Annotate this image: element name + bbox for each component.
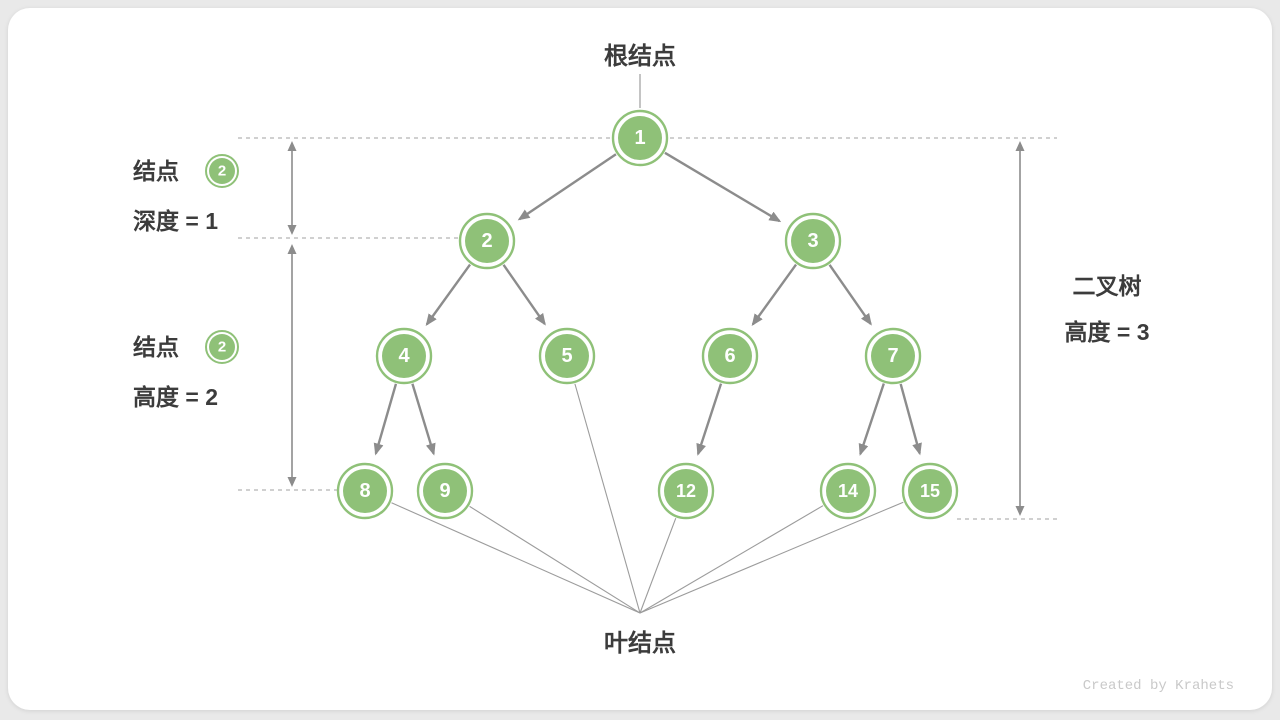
tree-edge-2-4: [425, 263, 472, 326]
tree-node-circle: [545, 334, 589, 378]
tree-edges-layer: [373, 151, 922, 456]
tree-edge-4-9: [411, 383, 436, 456]
leaf-pointer-line: [574, 383, 641, 614]
annotation-badges-layer: 22: [205, 154, 239, 364]
tree-edge-6-12: [696, 383, 723, 456]
tree-node-value: 2: [481, 230, 492, 252]
tree-node-6: 6: [701, 327, 759, 385]
node-depth-value-label: 深度 = 1: [133, 208, 218, 234]
tree-node-value: 15: [920, 481, 940, 501]
tree-edge-3-7: [828, 264, 872, 326]
tree-node-9: 9: [416, 462, 474, 520]
tree-edge-1-3: [664, 151, 782, 223]
annotation-node-badge: 2: [205, 154, 239, 188]
tree-node-value: 12: [676, 481, 696, 501]
leaf-pointer-line: [469, 505, 641, 614]
tree-node-circle: [871, 334, 915, 378]
measure-arrowhead-down: [1015, 506, 1025, 516]
badge-value: 2: [218, 163, 226, 180]
tree-node-3: 3: [784, 212, 842, 270]
guide-lines-layer: [238, 137, 1057, 520]
pointer-lines-layer: [391, 74, 904, 614]
tree-node-circle: [664, 469, 708, 513]
badge-circle: [209, 334, 235, 360]
tree-node-value: 9: [439, 480, 450, 502]
tree-node-value: 7: [887, 345, 898, 367]
tree-node-2: 2: [458, 212, 516, 270]
tree-node-circle: [382, 334, 426, 378]
leaf-pointer-line: [639, 501, 904, 614]
tree-node-circle: [908, 469, 952, 513]
tree-node-5: 5: [538, 327, 596, 385]
watermark-text: Created by Krahets: [1083, 678, 1234, 694]
root-node-label: 根结点: [604, 42, 676, 70]
tree-node-14: 14: [819, 462, 877, 520]
tree-edge-7-14: [858, 383, 885, 456]
tree-node-value: 6: [724, 345, 735, 367]
tree-node-value: 3: [807, 230, 818, 252]
tree-node-circle: [826, 469, 870, 513]
tree-node-7: 7: [864, 327, 922, 385]
tree-node-4: 4: [375, 327, 433, 385]
measure-arrowhead-up: [287, 141, 297, 151]
tree-height-label-line2: 高度 = 3: [1064, 319, 1149, 345]
tree-edge-3-6: [751, 263, 798, 326]
measure-arrowhead-up: [287, 244, 297, 254]
leaf-pointer-line: [639, 505, 824, 614]
badge-value: 2: [218, 339, 226, 356]
node-height-value-label: 高度 = 2: [133, 384, 218, 410]
tree-node-circle: [618, 116, 662, 160]
tree-height-label-line1: 二叉树: [1073, 273, 1142, 299]
tree-node-value: 5: [561, 345, 572, 367]
tree-node-circle: [791, 219, 835, 263]
measure-arrowhead-up: [1015, 141, 1025, 151]
node-depth-prefix-label: 结点: [133, 158, 179, 184]
tree-node-1: 1: [611, 109, 669, 167]
tree-node-15: 15: [901, 462, 959, 520]
tree-edge-1-2: [517, 153, 617, 221]
tree-node-8: 8: [336, 462, 394, 520]
tree-edge-7-15: [899, 383, 922, 456]
tree-node-value: 14: [838, 481, 858, 501]
tree-edge-2-5: [502, 264, 546, 326]
tree-node-circle: [708, 334, 752, 378]
tree-node-circle: [343, 469, 387, 513]
tree-edge-4-8: [373, 383, 398, 456]
leaf-pointer-line: [639, 517, 677, 614]
measure-arrowhead-down: [287, 477, 297, 487]
leaf-node-label: 叶结点: [604, 630, 676, 657]
badge-circle: [209, 158, 235, 184]
tree-node-value: 4: [398, 345, 410, 367]
tree-node-value: 8: [359, 480, 370, 502]
tree-node-value: 1: [634, 127, 645, 149]
tree-node-circle: [465, 219, 509, 263]
tree-node-circle: [423, 469, 467, 513]
node-height-prefix-label: 结点: [133, 334, 179, 360]
measure-arrowhead-down: [287, 225, 297, 235]
leaf-pointer-line: [391, 502, 641, 614]
annotation-node-badge: 2: [205, 330, 239, 364]
tree-node-12: 12: [657, 462, 715, 520]
